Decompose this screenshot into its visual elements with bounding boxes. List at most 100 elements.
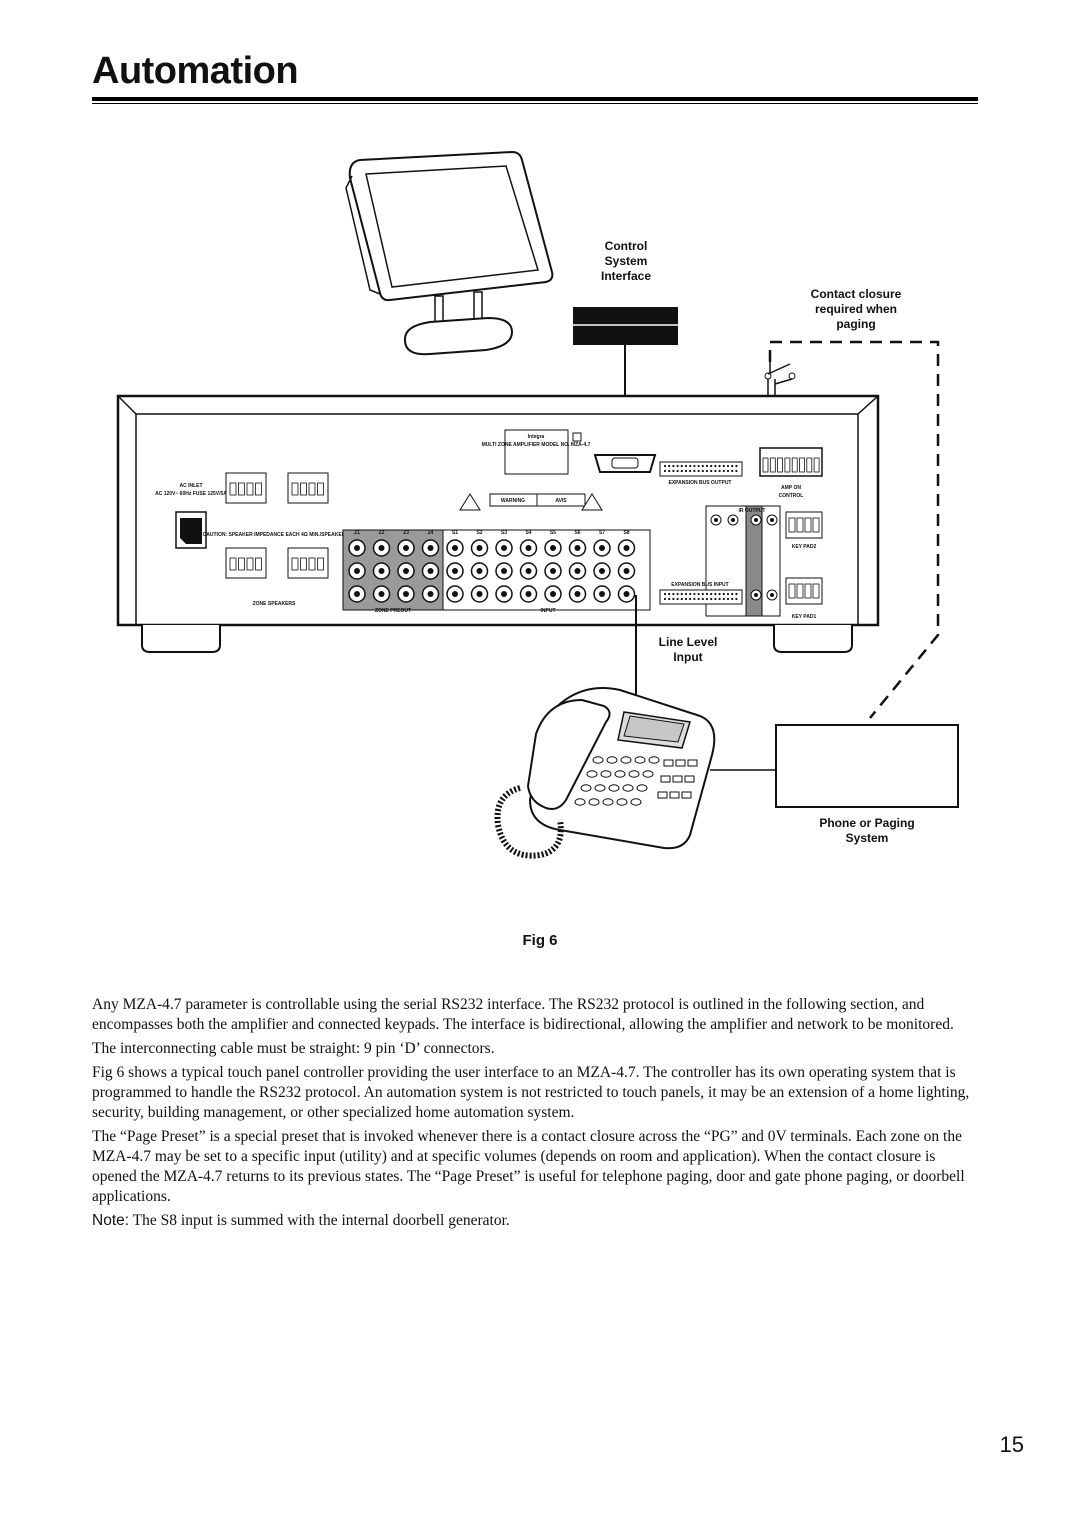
pin <box>672 597 675 601</box>
rca-jack-pin <box>403 568 409 574</box>
pin <box>663 469 667 473</box>
pin <box>697 597 700 601</box>
zone-speakers-label: ZONE SPEAKERS <box>253 601 296 607</box>
switch-icon <box>767 363 791 375</box>
terminal <box>246 557 254 571</box>
ir-jack-pin <box>770 518 774 522</box>
ac-inlet-label: AC INLET <box>179 483 202 489</box>
pin <box>722 469 725 473</box>
jack-label: S4 <box>525 530 531 536</box>
pin <box>680 464 683 468</box>
terminal <box>291 482 299 496</box>
pin <box>701 597 704 601</box>
pin <box>684 464 688 468</box>
body-text: Any MZA-4.7 parameter is controllable us… <box>92 995 980 1235</box>
control-label: CONTROL <box>779 493 804 499</box>
paragraph-1: Any MZA-4.7 parameter is controllable us… <box>92 996 954 1033</box>
pin <box>697 592 700 596</box>
terminal <box>255 482 262 496</box>
terminal <box>788 517 796 533</box>
phone-key <box>594 784 606 792</box>
ac-spec-label: AC 120V~ 60Hz FUSE 125V/5A <box>155 491 227 497</box>
phone-key <box>586 770 598 778</box>
pin <box>693 469 696 473</box>
phone-key <box>669 791 680 799</box>
line-level-label-2: Input <box>673 650 702 664</box>
control-system-label-1: Control <box>605 239 648 253</box>
keypad2-label: KEY PAD2 <box>792 544 817 550</box>
pin <box>676 597 679 601</box>
pin <box>684 597 688 601</box>
ir-jack-pin <box>731 518 735 522</box>
rca-jack-pin <box>574 568 581 574</box>
phone-key <box>657 791 668 799</box>
jack-label: S2 <box>476 530 482 536</box>
phone-key <box>588 798 600 806</box>
phone-key <box>602 798 614 806</box>
control-system-label-3: Interface <box>601 269 651 283</box>
terminal <box>300 482 307 496</box>
wiring-diagram: Integra MULTI ZONE AMPLIFIER MODEL NO. M… <box>116 150 959 859</box>
pin <box>680 469 683 473</box>
contact-closure-label-2: required when <box>815 302 897 316</box>
rca-jack-pin <box>452 545 458 551</box>
phone-key <box>606 756 618 764</box>
pin <box>735 464 738 468</box>
keypad1-label: KEY PAD1 <box>792 614 817 620</box>
pin <box>701 592 704 596</box>
phone-key <box>600 770 612 778</box>
rca-jack-pin <box>599 591 605 597</box>
phone-key <box>628 770 640 778</box>
rca-jack-pin <box>403 591 409 597</box>
pin <box>735 592 738 596</box>
title-rule <box>92 97 978 104</box>
pin <box>672 469 675 473</box>
jack-label: Z4 <box>428 530 434 536</box>
rca-jack-pin <box>501 568 507 574</box>
pin <box>726 597 730 601</box>
pin <box>718 597 721 601</box>
avis-label: AVIS <box>555 498 567 504</box>
phone-system-label-2: System <box>846 831 889 845</box>
caution-label: CAUTION: SPEAKER IMPEDANCE EACH 4Ω MIN./… <box>203 532 346 538</box>
phone-key <box>622 784 634 792</box>
phone-key <box>634 756 646 764</box>
paragraph-3: Fig 6 shows a typical touch panel contro… <box>92 1064 970 1121</box>
pin <box>676 464 679 468</box>
pin <box>676 469 679 473</box>
pin <box>735 597 738 601</box>
phone-key <box>608 784 620 792</box>
terminal <box>291 557 299 571</box>
pin <box>722 464 725 468</box>
rca-jack-pin <box>623 545 630 551</box>
pin <box>668 597 671 601</box>
phone-key <box>642 770 654 778</box>
jack-label: Z3 <box>403 530 409 536</box>
phone-key <box>681 791 692 799</box>
rca-jack-pin <box>378 591 385 597</box>
phone-key <box>636 784 648 792</box>
phone-key <box>672 775 683 783</box>
pin <box>710 469 713 473</box>
terminal <box>799 457 805 473</box>
rca-jack-pin <box>354 545 360 551</box>
terminal <box>812 517 820 533</box>
note-paragraph: Note: The S8 input is summed with the in… <box>92 1211 980 1231</box>
terminal <box>308 557 316 571</box>
pin <box>689 464 692 468</box>
paragraph-4: The “Page Preset” is a special preset th… <box>92 1128 965 1205</box>
phone-key <box>675 759 686 767</box>
pin <box>693 592 696 596</box>
pin <box>705 469 709 473</box>
pin <box>705 592 709 596</box>
ir-jack-pin <box>754 593 758 597</box>
ir-jack-pin <box>770 593 774 597</box>
phone-paging-box <box>775 724 959 808</box>
terminal <box>229 557 237 571</box>
pin <box>714 469 717 473</box>
terminal <box>813 457 820 473</box>
brand-label: Integra <box>528 434 545 440</box>
expansion-in-label: EXPANSION BUS INPUT <box>671 582 728 588</box>
rca-jack-pin <box>476 545 483 551</box>
pin <box>663 597 667 601</box>
